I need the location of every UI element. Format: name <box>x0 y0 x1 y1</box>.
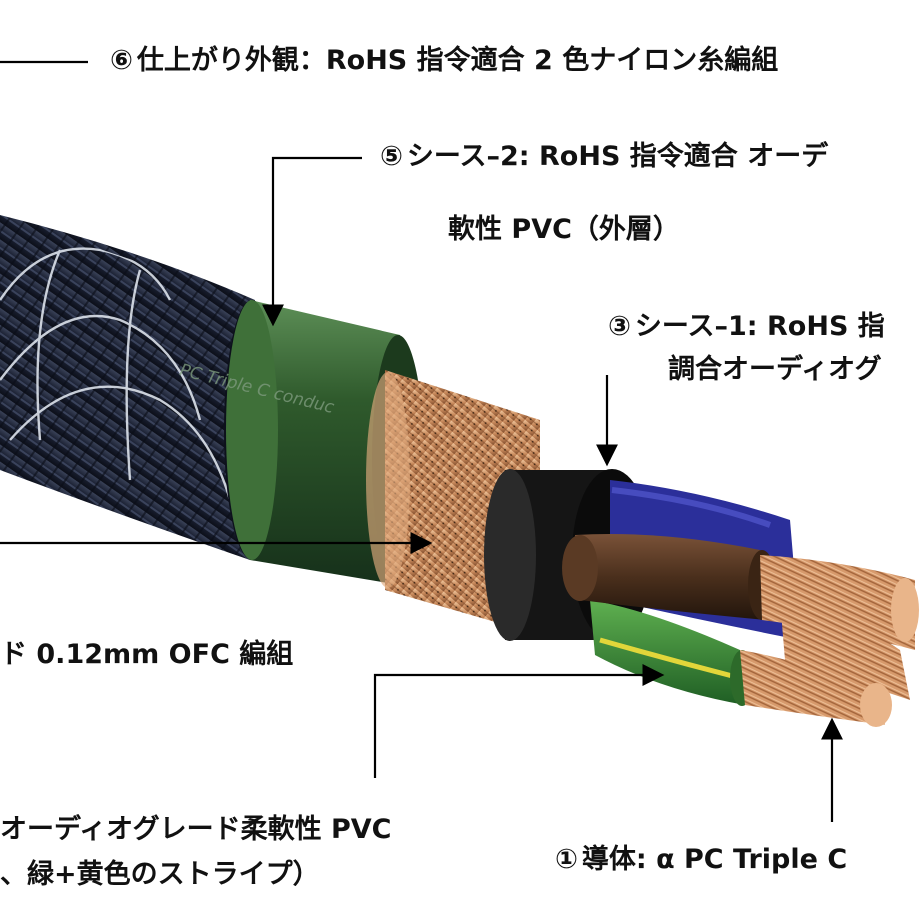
callout-1-number: ① <box>555 844 578 875</box>
leader-line-2 <box>373 664 665 778</box>
callout-shield: ド 0.12mm OFC 編組 <box>0 639 294 670</box>
callout-5-line2: 軟性 PVC（外層） <box>448 214 680 245</box>
callout-2-line2: 、緑+黄色のストライプ） <box>0 859 320 890</box>
leader-line-5 <box>262 156 362 327</box>
callout-6-number: ⑥ <box>110 45 133 76</box>
callout-6-text: 仕上がり外観：RoHS 指令適合 2 色ナイロン糸編組 <box>136 45 779 76</box>
callout-3-text: シース–1: RoHS 指 <box>634 311 885 342</box>
copper-conductors <box>740 555 919 727</box>
callout-1-text: 導体: α PC Triple C <box>581 844 848 875</box>
callout-2-line1: オーディオグレード柔軟性 PVC <box>0 814 392 845</box>
callout-5-number: ⑤ <box>380 141 403 172</box>
callout-3-number: ③ <box>608 311 631 342</box>
callout-3-line2: 調合オーディオグ <box>668 354 882 385</box>
callout-5-text: シース–2: RoHS 指令適合 オーデ <box>406 141 829 172</box>
